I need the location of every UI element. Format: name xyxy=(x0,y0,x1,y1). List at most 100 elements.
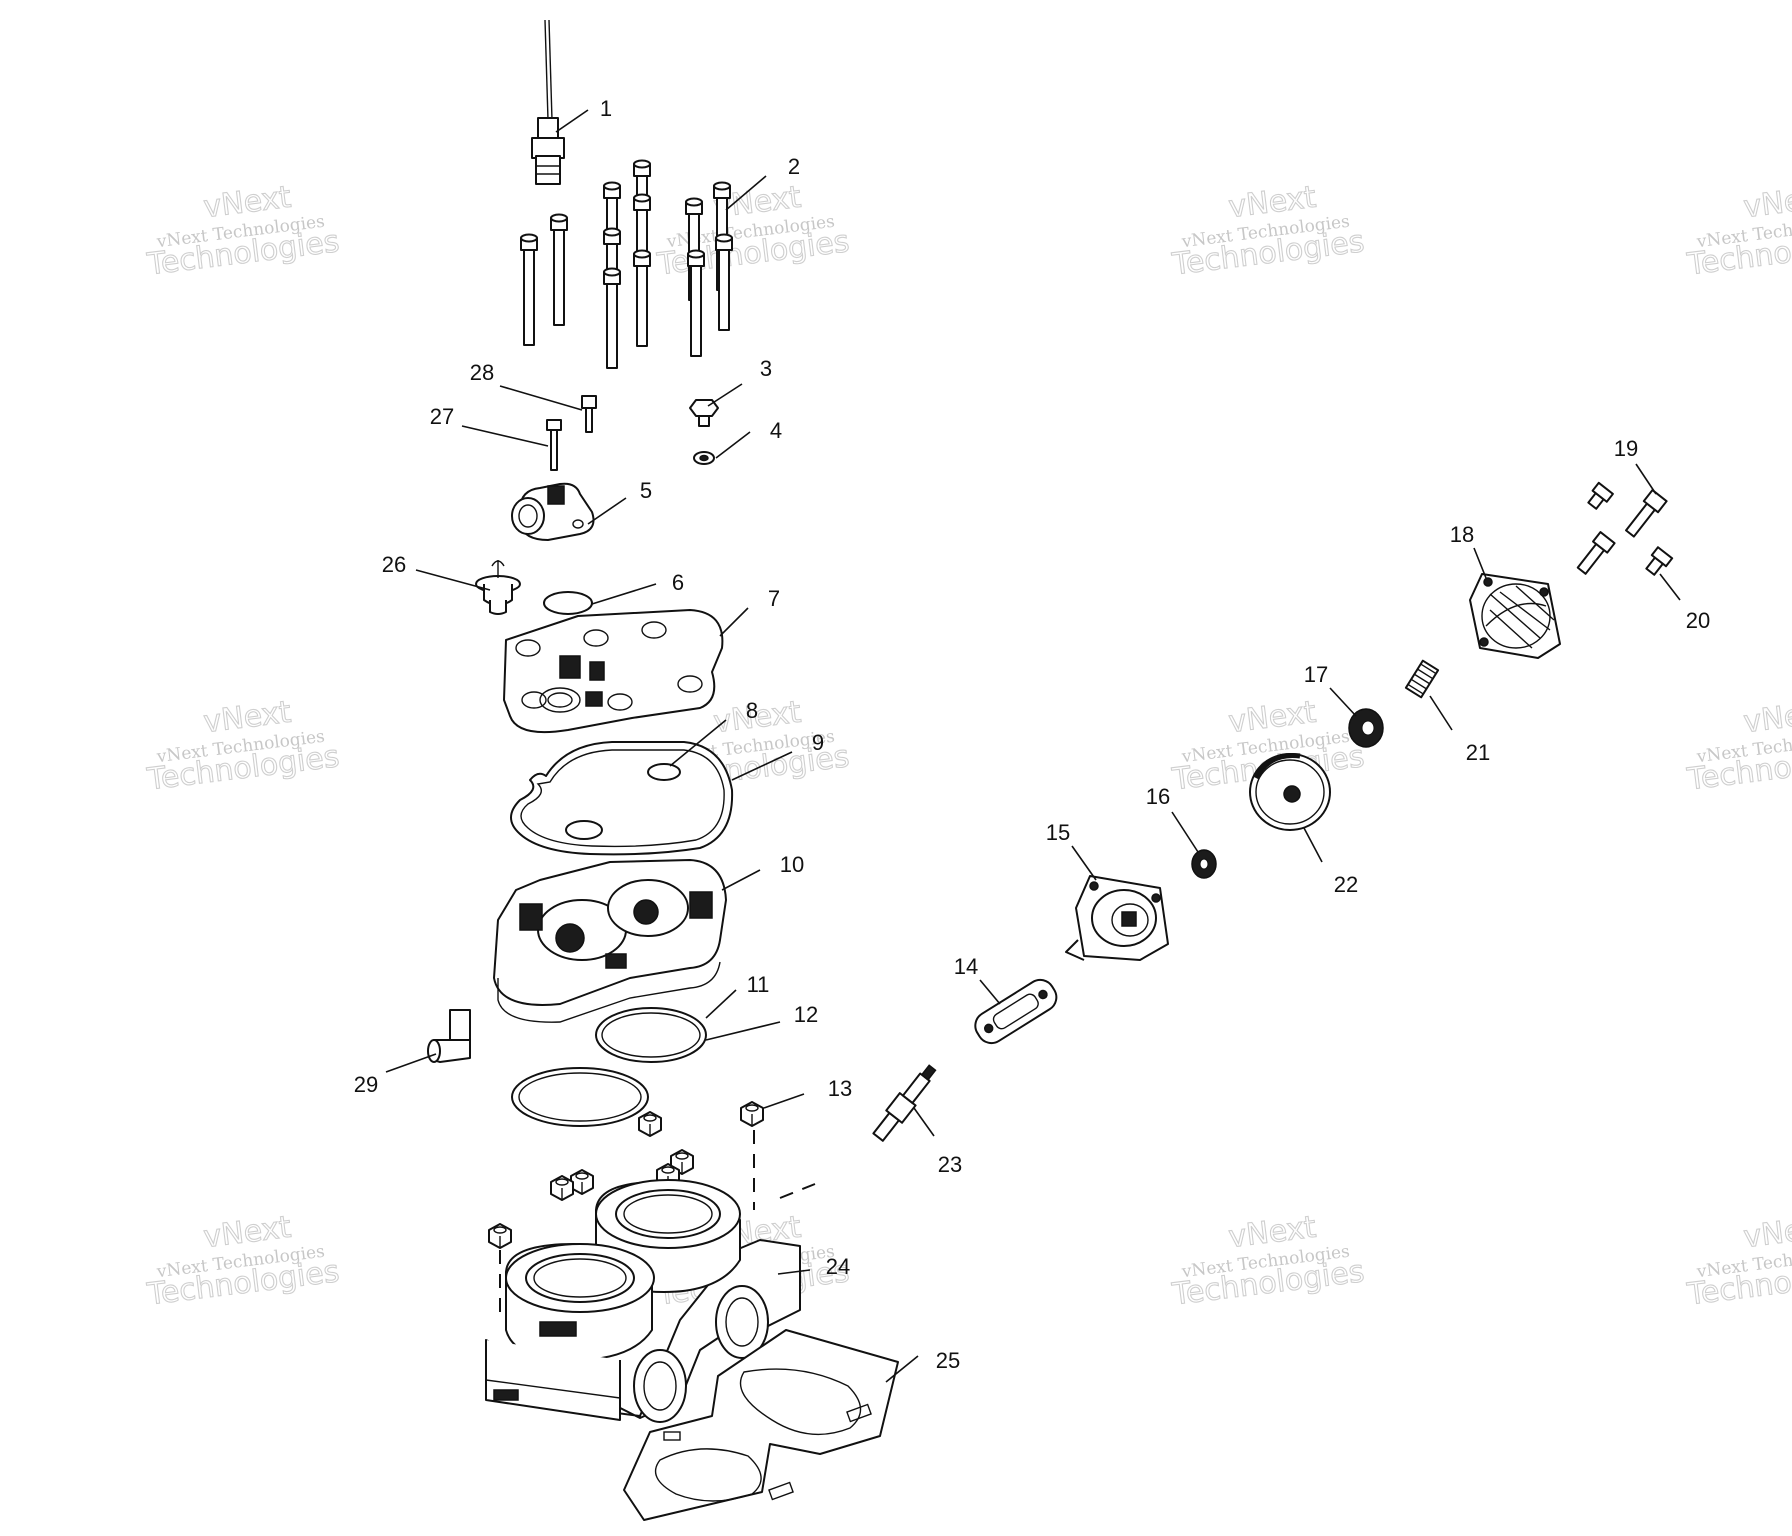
leader-line xyxy=(591,583,657,605)
head-bolt xyxy=(603,267,621,369)
leader-lines xyxy=(385,109,1681,1383)
head-bolt xyxy=(520,233,538,346)
water-pump-cover xyxy=(1469,573,1561,659)
head-bolt xyxy=(633,249,651,347)
water-pump-gasket xyxy=(974,978,1058,1045)
leader-line xyxy=(721,869,761,891)
spark-plug xyxy=(872,1064,937,1142)
leader-line xyxy=(1429,695,1453,731)
head-bolt xyxy=(715,233,733,331)
leader-line xyxy=(777,1269,811,1275)
leader-line xyxy=(669,719,727,767)
cylinder-head xyxy=(493,859,727,1023)
callout-number-12: 12 xyxy=(794,1002,818,1027)
leader-line xyxy=(1329,687,1357,717)
water-pump-housing xyxy=(1065,875,1169,961)
cylinder-nut xyxy=(570,1169,594,1195)
leader-line xyxy=(705,989,737,1019)
leader-line xyxy=(705,1021,781,1041)
cylinder-base-gasket xyxy=(623,1329,899,1521)
callout-number-3: 3 xyxy=(760,356,772,381)
impeller xyxy=(1348,708,1384,748)
pump-spring xyxy=(1404,659,1440,699)
elbow-fitting xyxy=(427,1009,471,1063)
callout-number-2: 2 xyxy=(788,154,800,179)
leader-line xyxy=(1303,827,1323,863)
leader-line xyxy=(731,751,793,781)
leader-line xyxy=(555,109,589,133)
leader-line xyxy=(719,607,749,637)
callout-number-5: 5 xyxy=(640,478,652,503)
callout-number-10: 10 xyxy=(780,852,804,877)
callout-number-1: 1 xyxy=(600,96,612,121)
leader-line xyxy=(587,497,627,525)
callout-number-14: 14 xyxy=(954,954,978,979)
leader-line xyxy=(1635,463,1657,495)
cylinder-nut xyxy=(488,1223,512,1249)
head-bolts xyxy=(520,159,733,369)
thermostat-housing-bolts xyxy=(546,395,597,471)
screw-and-washer xyxy=(689,399,719,465)
leader-line xyxy=(979,979,1001,1005)
leader-line xyxy=(885,1355,919,1383)
callout-number-21: 21 xyxy=(1466,740,1490,765)
parts-layer xyxy=(427,19,1674,1521)
cylinder-head-cover xyxy=(503,609,724,734)
impeller-plate xyxy=(1249,752,1331,831)
head-bolt xyxy=(550,213,568,326)
leader-line xyxy=(1473,547,1487,579)
leader-line xyxy=(1071,845,1097,881)
head-cover-gasket xyxy=(510,741,734,856)
thermostat xyxy=(475,560,521,615)
cylinder-nut xyxy=(550,1175,574,1201)
leader-line xyxy=(1171,811,1199,853)
leader-line xyxy=(913,1107,935,1137)
callout-number-7: 7 xyxy=(768,586,780,611)
callout-number-13: 13 xyxy=(828,1076,852,1101)
callout-number-9: 9 xyxy=(812,730,824,755)
callout-number-26: 26 xyxy=(382,552,406,577)
callout-number-29: 29 xyxy=(354,1072,378,1097)
leader-line xyxy=(461,425,549,447)
leader-line xyxy=(415,569,491,591)
cylinder-block xyxy=(485,1179,801,1423)
callout-number-8: 8 xyxy=(746,698,758,723)
callout-number-24: 24 xyxy=(826,1254,850,1279)
leader-line xyxy=(725,175,767,211)
cylinder-nut xyxy=(740,1101,764,1127)
callout-number-22: 22 xyxy=(1334,872,1358,897)
alignment-line xyxy=(779,1183,816,1199)
temperature-sensor xyxy=(531,19,565,185)
callout-labels: 1234567891011121314151617181920212223242… xyxy=(354,96,1710,1373)
leader-line xyxy=(707,383,743,407)
callout-number-27: 27 xyxy=(430,404,454,429)
cylinder-head-o-rings xyxy=(511,1007,707,1127)
leader-line xyxy=(499,385,583,411)
pump-seal xyxy=(1191,849,1217,879)
watermark-text: vNext xyxy=(1742,695,1792,740)
leader-line xyxy=(715,431,751,459)
leader-line xyxy=(763,1093,805,1109)
o-ring xyxy=(543,591,593,615)
leader-line xyxy=(385,1053,437,1073)
callout-number-15: 15 xyxy=(1046,820,1070,845)
callout-number-17: 17 xyxy=(1304,662,1328,687)
thermostat-housing xyxy=(511,482,595,541)
callout-number-25: 25 xyxy=(936,1348,960,1373)
cylinder-nut xyxy=(638,1111,662,1137)
callout-number-16: 16 xyxy=(1146,784,1170,809)
callout-number-11: 11 xyxy=(747,972,770,997)
callout-number-6: 6 xyxy=(672,570,684,595)
head-bolt xyxy=(687,249,705,357)
callout-number-19: 19 xyxy=(1614,436,1638,461)
leader-line xyxy=(1659,573,1681,601)
